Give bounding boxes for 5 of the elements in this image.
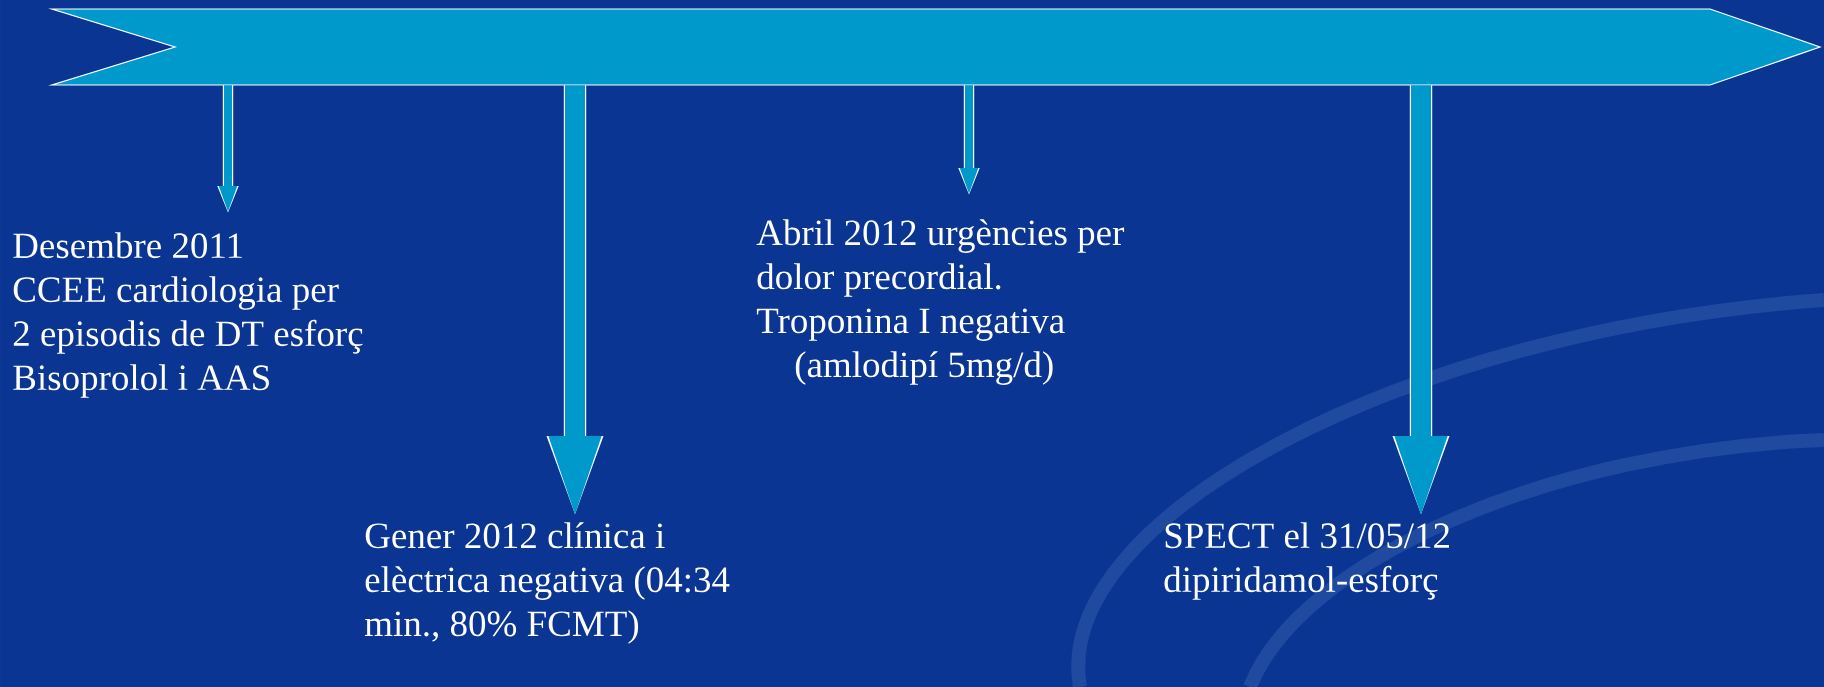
event-text: Abril 2012 urgències per dolor precordial. Troponina I negativa (amlodipí 5mg/d) bbox=[756, 219, 1125, 385]
timeline-arrow bbox=[48, 8, 1822, 86]
event-text: Desembre 2011 CCEE cardiologia per 2 episodis de DT esforç Bisoprolol i AAS bbox=[13, 232, 363, 398]
event-text: SPECT el 31/05/12 dipiridamol-esforç bbox=[1164, 522, 1449, 600]
event-text: Gener 2012 clínica i elèctrica negativa (04:34 min., 80% FCMT) bbox=[365, 522, 730, 644]
